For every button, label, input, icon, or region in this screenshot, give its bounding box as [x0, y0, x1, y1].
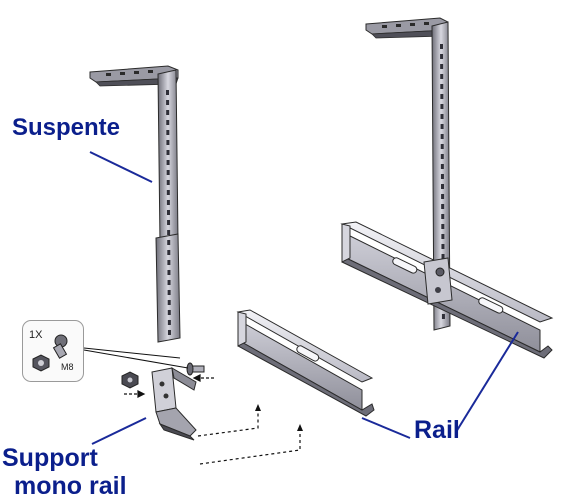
- strap-slot: [167, 290, 171, 295]
- strap-slot: [440, 174, 444, 179]
- motion-arrowheads: [255, 404, 303, 431]
- strap-slot: [167, 300, 171, 305]
- label-suspente: Suspente: [12, 114, 121, 141]
- strap-slot: [440, 44, 443, 49]
- strap-slot: [440, 74, 444, 79]
- strap-slot: [441, 314, 445, 319]
- strap-slot: [440, 104, 444, 109]
- bolt: [186, 362, 205, 376]
- kit-bolt-size: M8: [61, 362, 74, 372]
- strap-slot: [440, 114, 444, 119]
- strap-slot: [441, 244, 445, 249]
- hardware-kit-inset: 1X M8: [22, 320, 84, 382]
- label-support-line2: mono rail: [14, 472, 127, 500]
- strap-slot: [166, 180, 170, 185]
- strap-slot: [440, 84, 444, 89]
- strap-slot: [166, 210, 170, 215]
- kit-leader: [83, 349, 189, 369]
- strap-slot: [167, 220, 171, 225]
- strap-slot: [166, 140, 170, 145]
- strap-slot: [166, 90, 169, 95]
- nut: [121, 371, 139, 389]
- strap-slot: [440, 54, 444, 59]
- strap-slot: [166, 100, 170, 105]
- strap-slot: [167, 230, 171, 235]
- strap-slot: [166, 200, 170, 205]
- strap-slot: [167, 250, 171, 255]
- rail-installed: [340, 221, 554, 359]
- strap-slot: [167, 240, 171, 245]
- strap-slot: [167, 260, 171, 265]
- strap-slot: [441, 224, 445, 229]
- strap-slot: [166, 190, 170, 195]
- strap-slot: [167, 320, 171, 325]
- hanger-right: [365, 17, 451, 331]
- strap-slot: [166, 170, 170, 175]
- motion-paths: [197, 410, 301, 465]
- kit-parts-icon: [32, 334, 68, 372]
- label-rail: Rail: [414, 416, 460, 444]
- strap-slot: [166, 130, 170, 135]
- strap-slot: [167, 310, 171, 315]
- kit-leader-2: [83, 347, 181, 359]
- strap-slot: [440, 144, 444, 149]
- strap-slot: [167, 270, 171, 275]
- strap-slot: [440, 154, 444, 159]
- label-leaders: [89, 151, 519, 445]
- strap-slot: [441, 194, 445, 199]
- strap-slot: [166, 120, 170, 125]
- support-bracket: [151, 367, 197, 441]
- strap-slot: [440, 124, 444, 129]
- label-support-line1: Support: [2, 444, 98, 472]
- strap-slot: [441, 204, 445, 209]
- assembly-arrows: [124, 374, 214, 398]
- strap-slot: [441, 254, 445, 259]
- strap-slot: [441, 214, 445, 219]
- strap-slot: [167, 280, 171, 285]
- strap-slot: [441, 184, 445, 189]
- kit-quantity: 1X: [29, 329, 43, 341]
- strap-slot: [441, 234, 445, 239]
- strap-slot: [167, 330, 171, 335]
- strap-slot: [440, 164, 444, 169]
- strap-slot: [440, 94, 444, 99]
- strap-slot: [440, 134, 444, 139]
- strap-slot: [440, 64, 444, 69]
- strap-slot: [166, 110, 170, 115]
- strap-slot: [166, 150, 170, 155]
- hanger-left: [89, 65, 181, 343]
- strap-slot: [166, 160, 170, 165]
- rail-loose: [236, 309, 375, 417]
